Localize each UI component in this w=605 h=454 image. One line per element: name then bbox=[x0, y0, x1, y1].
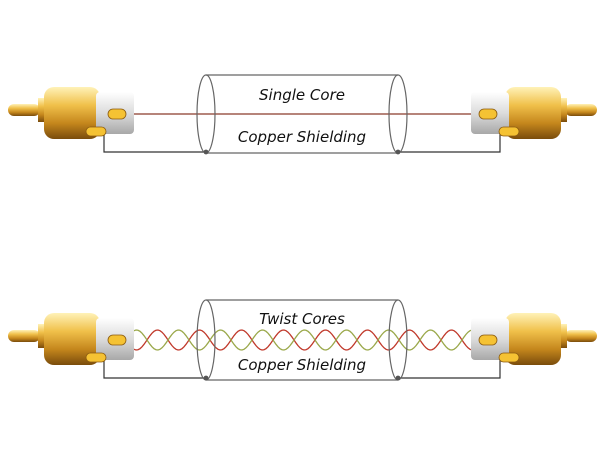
shield-tube bbox=[196, 299, 408, 381]
shield-ground-wire-left bbox=[103, 360, 206, 379]
twist-cores-cable: Twist Cores Copper Shielding bbox=[8, 299, 597, 381]
cable-type-label: Single Core bbox=[259, 86, 345, 104]
twisted-core-wires bbox=[125, 329, 485, 351]
shield-label: Copper Shielding bbox=[238, 128, 366, 146]
cable-type-label: Twist Cores bbox=[259, 310, 345, 328]
shield-tube bbox=[196, 74, 408, 155]
rca-connector-right bbox=[471, 313, 597, 365]
shield-ground-wire-right bbox=[398, 132, 501, 153]
rca-connector-left bbox=[8, 313, 134, 365]
shield-label: Copper Shielding bbox=[238, 356, 366, 374]
shield-ground-wire-right bbox=[398, 360, 501, 379]
single-core-cable: Single Core Copper Shielding bbox=[8, 74, 597, 155]
rca-connector-left bbox=[8, 87, 134, 139]
rca-connector-right bbox=[471, 87, 597, 139]
shield-ground-wire-left bbox=[103, 132, 206, 153]
core-wire-red bbox=[125, 329, 485, 351]
core-wire-green bbox=[125, 329, 485, 351]
